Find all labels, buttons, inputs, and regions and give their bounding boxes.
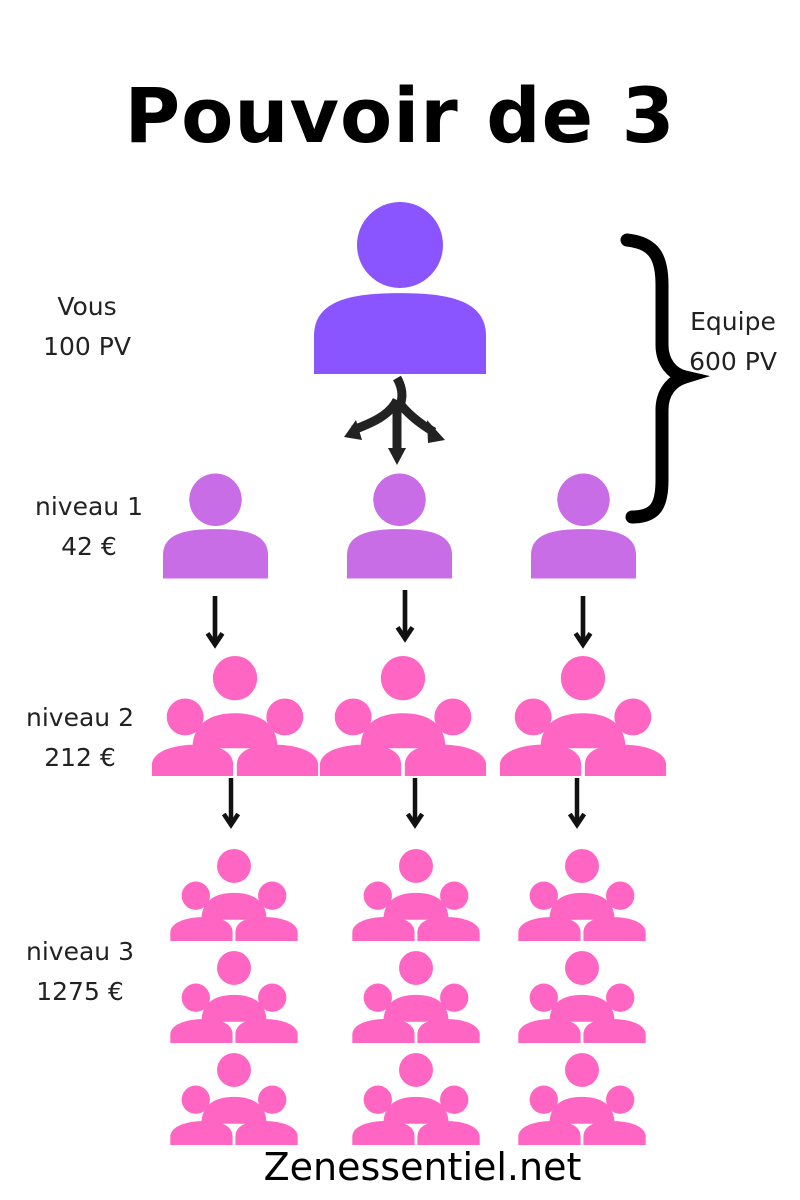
arrow-down-icon-2 [398,590,413,639]
label-equipe-line2: 600 PV [689,347,777,376]
level-1-persons [163,473,636,579]
group-icon-level-3-2 [352,849,480,941]
label-vous-line1: Vous [57,292,117,321]
group-icon-level-3-9 [518,1053,646,1145]
label-niveau-3-line1: niveau 3 [26,937,134,966]
label-niveau-3-line2: 1275 € [36,977,124,1006]
arrow-down-icon-4 [224,778,238,825]
page-title: Pouvoir de 3 [124,71,676,160]
curly-brace-icon [620,233,710,524]
group-icon-level-3-7 [170,1053,298,1145]
label-niveau-3: niveau 3 1275 € [0,932,160,1012]
arrows-level-1-to-2 [208,590,591,645]
group-icon-level-3-6 [518,951,646,1043]
group-icon-level-3-5 [352,951,480,1043]
label-niveau-1-line1: niveau 1 [35,492,143,521]
level-3-groups [170,849,646,1145]
label-niveau-1: niveau 1 42 € [9,487,169,567]
label-equipe: Equipe 600 PV [653,302,800,382]
group-icon-level-2-1 [151,656,319,776]
arrow-down-icon-1 [208,596,223,645]
label-vous: Vous 100 PV [7,287,167,367]
person-icon-top [314,202,486,374]
group-icon-level-2-2 [319,656,487,776]
label-niveau-2: niveau 2 212 € [0,698,160,778]
group-icon-level-3-3 [518,849,646,941]
person-icon-level-1-2 [347,473,452,579]
level-2-groups [151,656,667,776]
label-vous-line2: 100 PV [43,332,131,361]
person-icon-level-1-1 [163,473,268,579]
branch-arrowheads [344,420,445,465]
arrow-down-icon-5 [408,778,422,825]
label-niveau-1-line2: 42 € [61,532,117,561]
label-niveau-2-line1: niveau 2 [26,703,134,732]
group-icon-level-3-8 [352,1053,480,1145]
arrows-level-2-to-3 [224,778,584,825]
group-icon-level-2-3 [499,656,667,776]
person-icon-level-1-3 [531,473,636,579]
arrow-down-icon-6 [570,778,584,825]
branch-arrows-icon [351,375,437,452]
group-icon-level-3-1 [170,849,298,941]
footer-site: Zenessentiel.net [263,1145,582,1189]
arrow-down-icon-3 [576,596,591,645]
group-icon-level-3-4 [170,951,298,1043]
label-equipe-line1: Equipe [690,307,776,336]
label-niveau-2-line2: 212 € [44,743,116,772]
